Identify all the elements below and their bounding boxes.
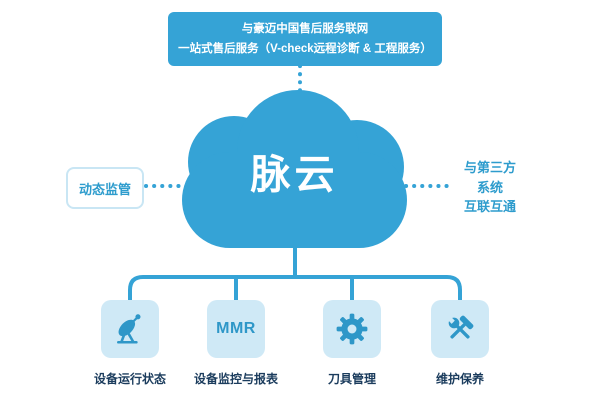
third-party-line-3: 互联互通 (463, 199, 516, 214)
third-party-line-2: 系统 (476, 179, 503, 195)
cloud-shape: 脉云 (182, 90, 407, 250)
third-party-note: 与第三方 系统 互联互通 (452, 158, 528, 217)
dynamic-supervision-box: 动态监管 (66, 167, 144, 209)
node-label-tool-management: 刀具管理 (327, 372, 376, 386)
mmr-text: MMR (216, 320, 256, 337)
banner-line-1: 与豪迈中国售后服务联网 (241, 23, 369, 35)
tools-icon (447, 315, 474, 339)
top-banner: 与豪迈中国售后服务联网 一站式售后服务（V-check远程诊断 & 工程服务） (168, 12, 442, 67)
node-equipment-status (101, 300, 159, 358)
third-party-line-1: 与第三方 (463, 160, 516, 175)
node-maintenance (431, 300, 489, 358)
dynamic-supervision-label: 动态监管 (78, 181, 131, 197)
node-label-equipment-status: 设备运行状态 (93, 372, 166, 386)
node-label-maintenance: 维护保养 (435, 372, 484, 386)
banner-line-2: 一站式售后服务（V-check远程诊断 & 工程服务） (178, 43, 432, 56)
node-tool-management (323, 300, 381, 358)
node-monitoring-reports: MMR (207, 300, 265, 358)
cloud-title: 脉云 (250, 153, 339, 197)
node-label-monitoring-reports: 设备监控与报表 (193, 372, 278, 386)
satellite-dish-icon (117, 314, 141, 344)
branch-bar-line (128, 275, 462, 304)
cloud-base (182, 152, 407, 248)
gear-icon (336, 313, 368, 345)
